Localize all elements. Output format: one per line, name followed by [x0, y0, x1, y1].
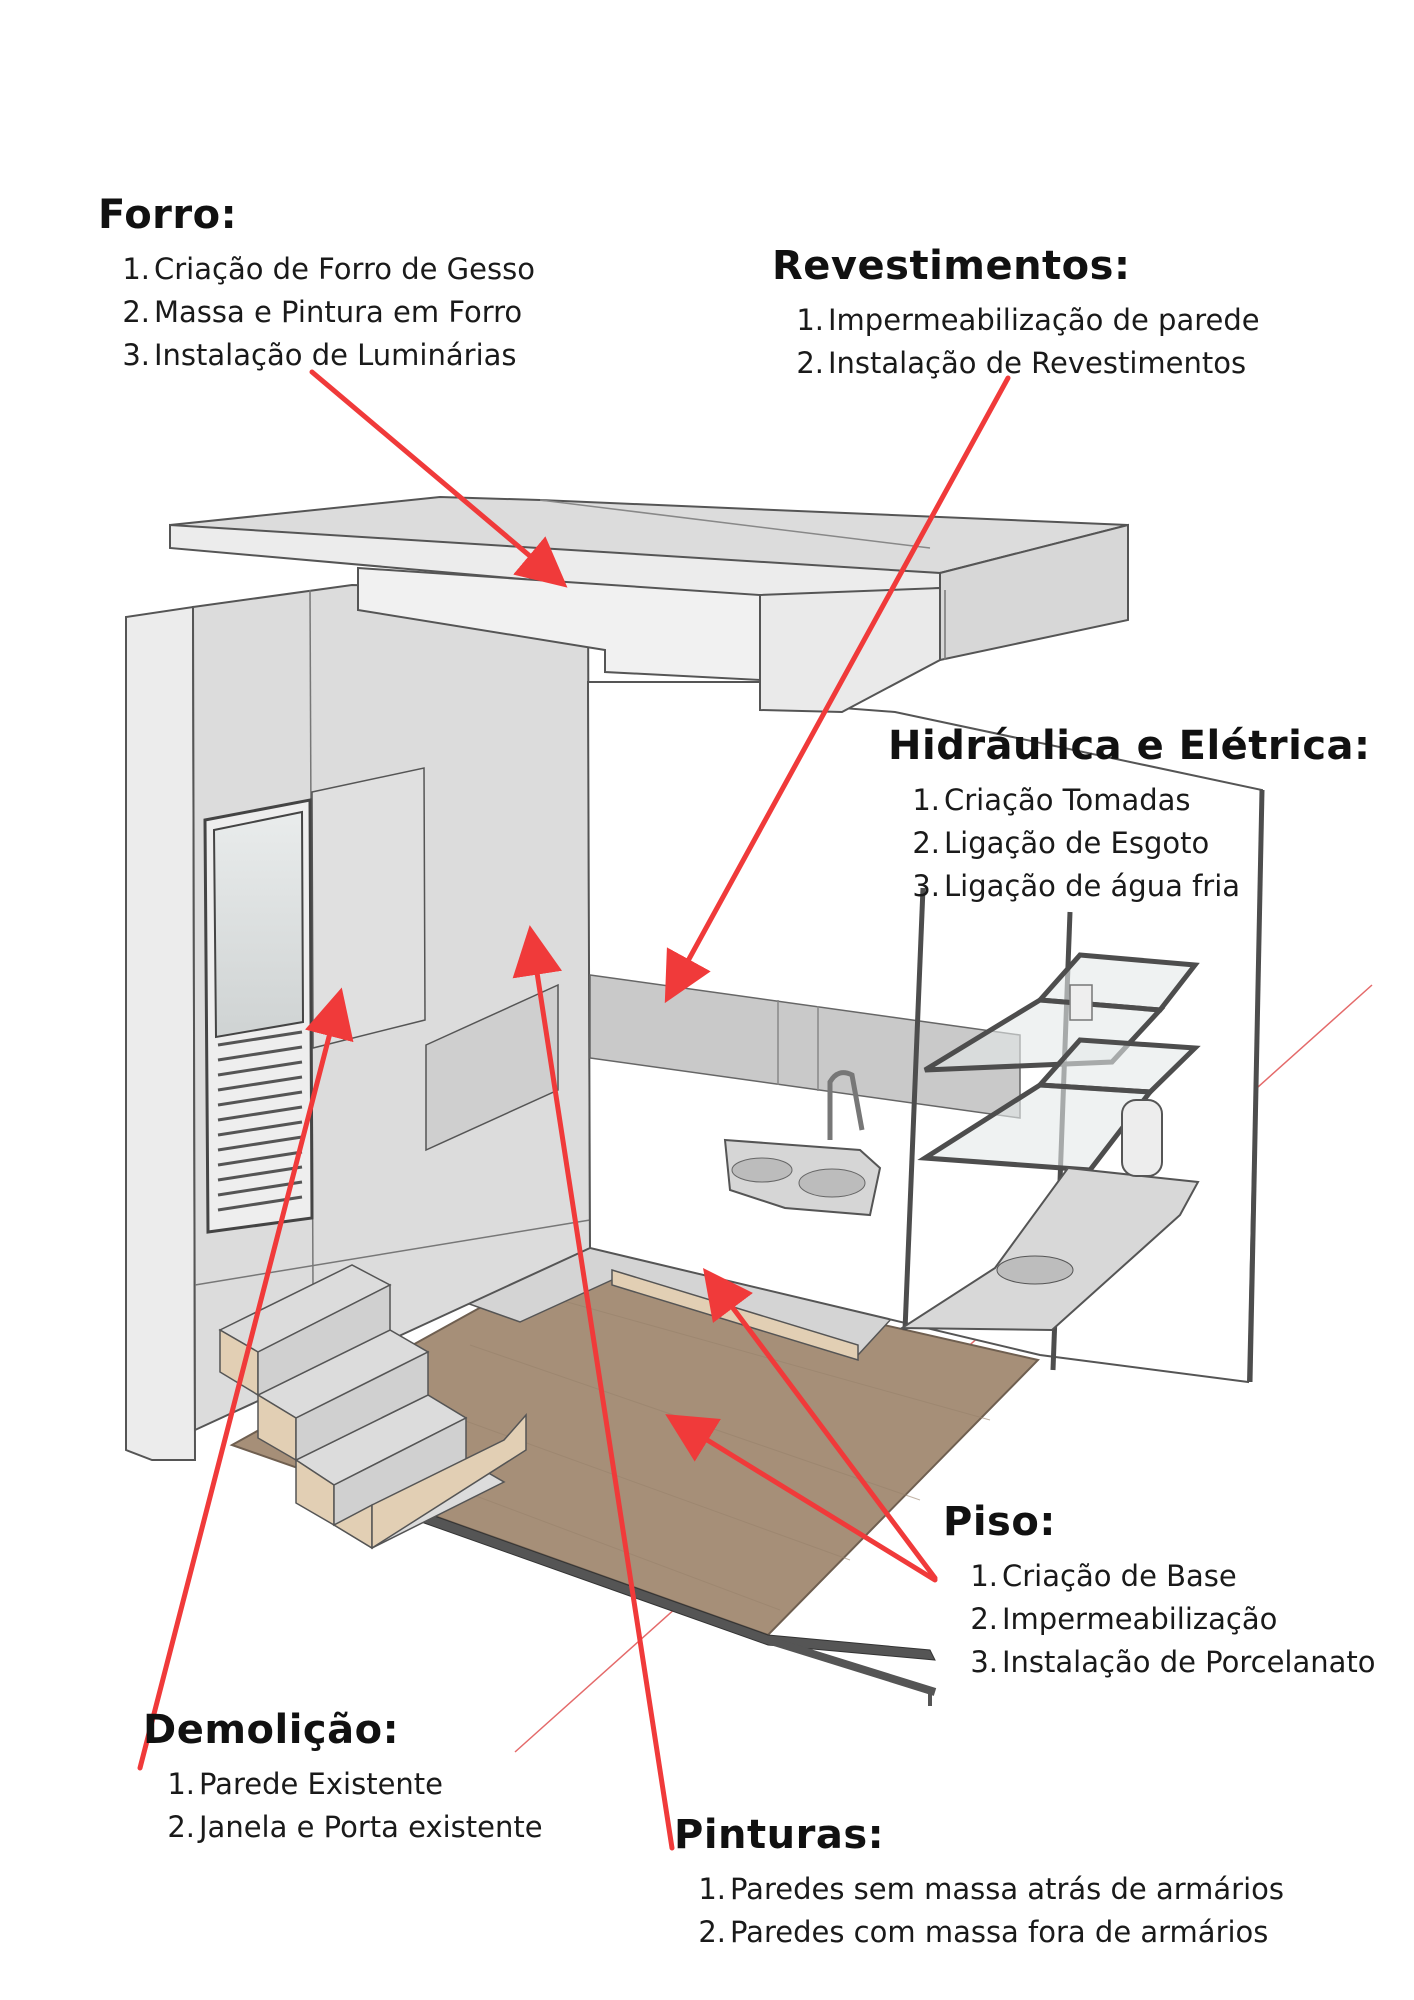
stairs — [218, 1264, 527, 1550]
wall-tile-panel — [425, 983, 559, 1152]
list-item: 2.Paredes com massa fora de armários — [698, 1915, 1269, 1949]
list-item: 1.Criação de Base — [970, 1559, 1237, 1593]
list-item: 1.Parede Existente — [167, 1767, 444, 1801]
piso-title: Piso: — [943, 1499, 1056, 1545]
shelf-frame — [902, 789, 1265, 1383]
arrow-forro — [309, 369, 568, 588]
revestimentos-title: Revestimentos: — [772, 243, 1131, 289]
wall-panel — [311, 767, 426, 1049]
arrow-revestimentos — [664, 375, 1011, 1004]
hidraulica-title: Hidráulica e Elétrica: — [888, 723, 1371, 769]
pinturas-section: Pinturas: 1.Paredes sem massa atrás de a… — [674, 1812, 1284, 1954]
kettle — [1121, 1099, 1163, 1177]
left-wall-outer — [125, 605, 197, 1461]
hidraulica-section: Hidráulica e Elétrica: 1.Criação Tomadas… — [888, 723, 1371, 908]
pinturas-title: Pinturas: — [674, 1812, 885, 1858]
annotation-arrows — [137, 369, 1011, 1851]
jar — [1069, 984, 1093, 1021]
counter — [898, 1166, 1200, 1332]
door-glass — [212, 810, 305, 1039]
forro-list: 1.Criação de Forro de Gesso 2.Massa e Pi… — [116, 248, 535, 377]
arrow-demolicao — [137, 987, 354, 1771]
list-item: 1.Paredes sem massa atrás de armários — [698, 1872, 1284, 1906]
demolicao-title: Demolição: — [143, 1707, 400, 1753]
demolicao-section: Demolição: 1.Parede Existente 2.Janela e… — [143, 1707, 543, 1849]
arrow-piso-1 — [703, 1267, 938, 1581]
list-item: 1.Criação Tomadas — [912, 783, 1191, 817]
list-item: 1.Impermeabilização de parede — [796, 303, 1260, 337]
ceiling-beam — [759, 586, 941, 714]
list-item: 2.Impermeabilização — [970, 1602, 1278, 1636]
forro-section: Forro: 1.Criação de Forro de Gesso 2.Mas… — [98, 192, 535, 377]
list-item: 2.Janela e Porta existente — [167, 1810, 543, 1844]
list-item: 2.Massa e Pintura em Forro — [122, 295, 523, 329]
list-item: 1.Criação de Forro de Gesso — [122, 252, 535, 286]
pinturas-list: 1.Paredes sem massa atrás de armários 2.… — [692, 1868, 1284, 1954]
revestimentos-section: Revestimentos: 1.Impermeabilização de pa… — [772, 243, 1260, 385]
kitchen-sink — [723, 1070, 882, 1217]
list-item: 3.Instalação de Porcelanato — [970, 1645, 1376, 1679]
demolicao-list: 1.Parede Existente 2.Janela e Porta exis… — [161, 1763, 543, 1849]
forro-title: Forro: — [98, 192, 238, 238]
piso-section: Piso: 1.Criação de Base 2.Impermeabiliza… — [943, 1499, 1376, 1684]
revestimentos-list: 1.Impermeabilização de parede 2.Instalaç… — [790, 299, 1260, 385]
list-item: 2.Ligação de Esgoto — [912, 826, 1210, 860]
hidraulica-list: 1.Criação Tomadas 2.Ligação de Esgoto 3.… — [906, 779, 1371, 908]
arrow-piso-2 — [665, 1414, 938, 1583]
list-item: 3.Ligação de água fria — [912, 869, 1241, 903]
piso-list: 1.Criação de Base 2.Impermeabilização 3.… — [964, 1555, 1376, 1684]
list-item: 2.Instalação de Revestimentos — [796, 346, 1247, 380]
list-item: 3.Instalação de Luminárias — [122, 338, 517, 372]
arrow-pinturas — [512, 925, 675, 1851]
basin — [996, 1255, 1074, 1285]
